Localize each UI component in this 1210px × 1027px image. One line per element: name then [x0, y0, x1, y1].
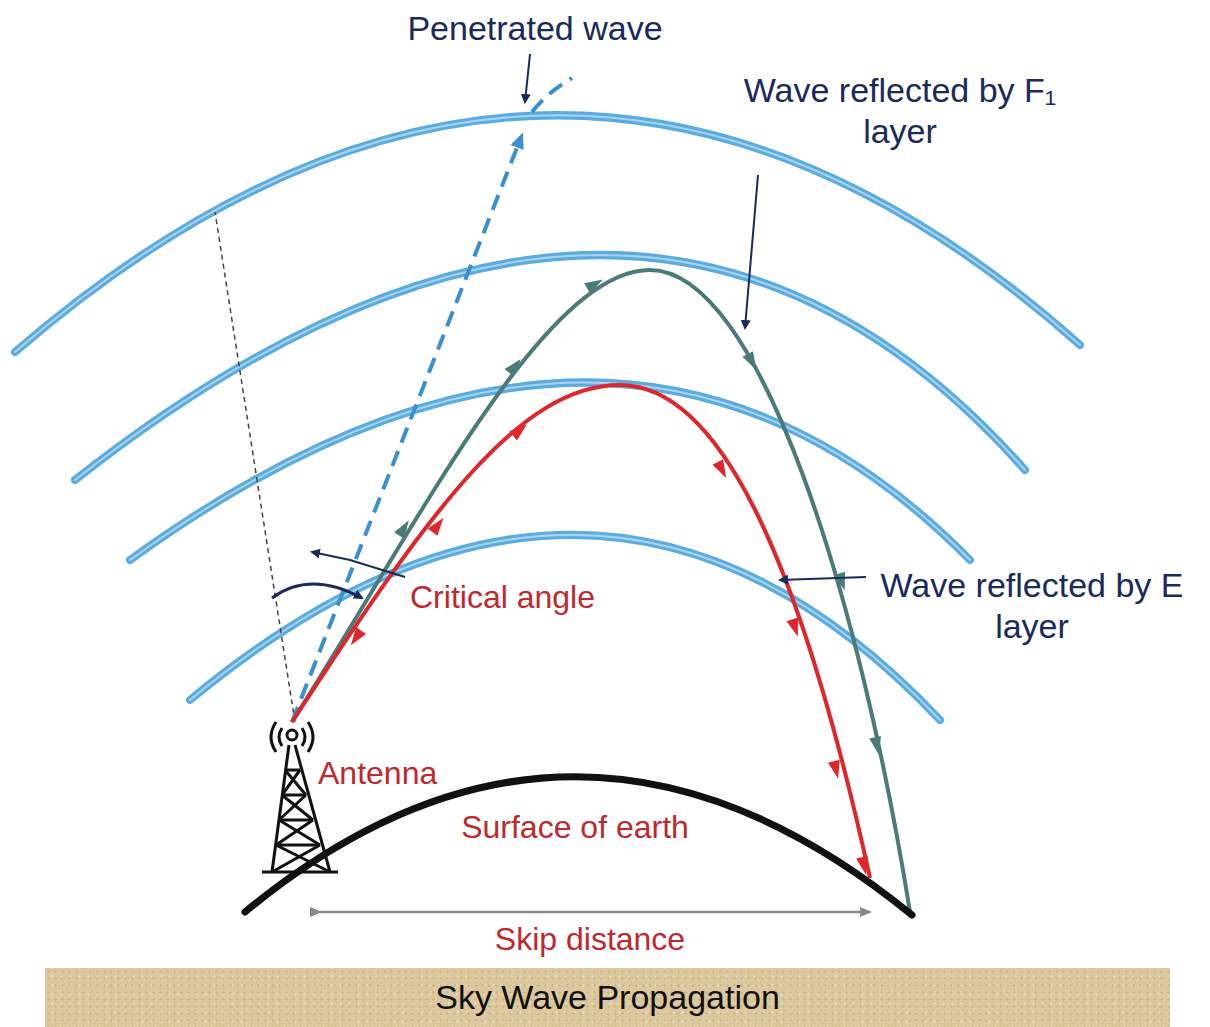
angle-label: Critical angle — [410, 578, 670, 616]
leader-line — [525, 54, 530, 102]
caption-text: Sky Wave Propagation — [425, 974, 790, 1021]
antenna-tower — [262, 722, 338, 872]
wave-arrowheads — [394, 274, 885, 756]
e-reflected-wave — [292, 385, 870, 878]
part-label: Surface of earth — [405, 808, 745, 846]
part-label: Antenna — [318, 754, 478, 792]
wave-label: Wave reflected by E layer — [862, 565, 1202, 647]
caption-band: Sky Wave Propagation — [45, 968, 1170, 1027]
wave-label: Wave reflected by F₁ layer — [725, 70, 1075, 152]
leader-line — [745, 175, 758, 328]
earth-surface — [245, 777, 912, 915]
skip-distance-arrow — [320, 911, 870, 914]
f1-reflected-wave — [292, 270, 910, 912]
leader-line — [312, 552, 405, 577]
penetrated-wave — [532, 78, 572, 112]
penetrated-wave — [292, 140, 520, 722]
ionosphere-layers — [15, 115, 1080, 720]
normal-line — [215, 212, 295, 722]
angle-arrow — [272, 584, 362, 598]
wave-label: Penetrated wave — [380, 8, 690, 49]
leader-line — [780, 577, 866, 580]
dimension-label: Skip distance — [440, 920, 740, 958]
